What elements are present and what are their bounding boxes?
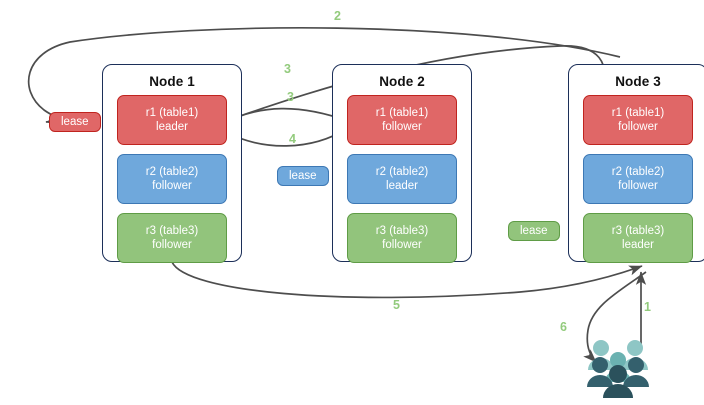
edge-label-4: 4 [289,132,296,146]
node1-replica-r3[interactable]: r3 (table3) follower [117,213,227,263]
node2-replica-r3-role: follower [382,239,422,251]
edge-label-5: 5 [393,298,400,312]
node1-title: Node 1 [149,74,195,89]
node2-replica-list: r1 (table1) follower r2 (table2) leader … [333,89,471,273]
node1-replica-r1[interactable]: r1 (table1) leader [117,95,227,145]
lease-badge-table3[interactable]: lease [508,221,560,241]
node3-replica-r3[interactable]: r3 (table3) leader [583,213,693,263]
node2-replica-r1-name: r1 (table1) [375,107,429,119]
edge-label-3b: 3 [287,90,294,104]
node-card-node1[interactable]: Node 1 r1 (table1) leader r2 (table2) fo… [102,64,242,263]
edge-label-6: 6 [560,320,567,334]
node1-replica-r2-name: r2 (table2) [145,166,199,178]
node-card-node3[interactable]: Node 3 r1 (table1) follower r2 (table2) … [568,64,704,263]
node-card-node2[interactable]: Node 2 r1 (table1) follower r2 (table2) … [332,64,472,263]
lease-badge-table1[interactable]: lease [49,112,101,132]
node3-replica-r3-name: r3 (table3) [611,225,665,237]
node2-replica-r3[interactable]: r3 (table3) follower [347,213,457,263]
node3-title: Node 3 [615,74,661,89]
node3-replica-r1-role: follower [618,121,658,133]
edge-label-3a: 3 [284,62,291,76]
node1-replica-r2[interactable]: r2 (table2) follower [117,154,227,204]
edge-6-node3-to-people [583,271,647,363]
node1-replica-r1-role: leader [156,121,188,133]
edge-5-node1-to-node3 [171,261,643,299]
node2-replica-r1-role: follower [382,121,422,133]
node2-replica-r2[interactable]: r2 (table2) leader [347,154,457,204]
node2-replica-r2-name: r2 (table2) [375,166,429,178]
node2-replica-r2-role: leader [386,180,418,192]
edge-label-1: 1 [644,300,651,314]
node3-replica-r2-role: follower [618,180,658,192]
node2-replica-r3-name: r3 (table3) [375,225,429,237]
node3-replica-r2[interactable]: r2 (table2) follower [583,154,693,204]
node3-replica-list: r1 (table1) follower r2 (table2) followe… [569,89,704,273]
node1-replica-r3-name: r3 (table3) [145,225,199,237]
edge-label-2: 2 [334,9,341,23]
node1-replica-list: r1 (table1) leader r2 (table2) follower … [103,89,241,273]
edge-2-node3-to-lease1 [27,27,621,127]
node1-replica-r2-role: follower [152,180,192,192]
node3-replica-r3-role: leader [622,239,654,251]
users-group-icon [587,340,649,398]
node3-replica-r1[interactable]: r1 (table1) follower [583,95,693,145]
node2-title: Node 2 [379,74,425,89]
node3-replica-r2-name: r2 (table2) [611,166,665,178]
node2-replica-r1[interactable]: r1 (table1) follower [347,95,457,145]
lease-badge-table2[interactable]: lease [277,166,329,186]
node1-replica-r3-role: follower [152,239,192,251]
node1-replica-r1-name: r1 (table1) [145,107,199,119]
node3-replica-r1-name: r1 (table1) [611,107,665,119]
